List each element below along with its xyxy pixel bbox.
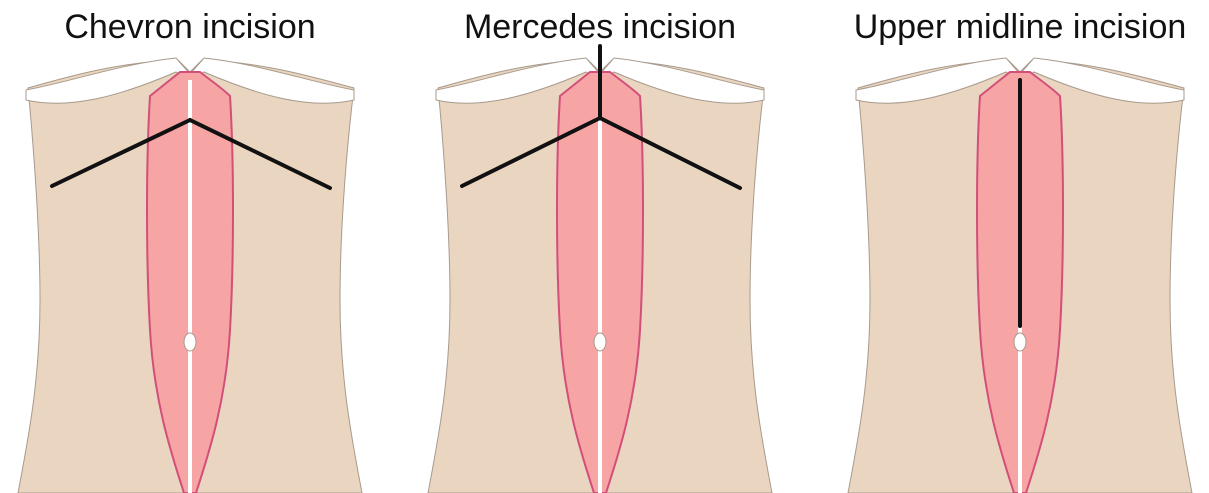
panel-title: Upper midline incision [820, 10, 1209, 44]
torso [428, 58, 772, 493]
diagram-panel-midline: Upper midline incision [840, 0, 1200, 493]
torso [18, 58, 362, 493]
umbilicus [184, 333, 196, 351]
diagram-panel-chevron: Chevron incision [10, 0, 370, 493]
torso-diagram [420, 0, 780, 493]
panel-title: Mercedes incision [400, 10, 800, 44]
umbilicus [1014, 333, 1026, 351]
torso-diagram [840, 0, 1200, 493]
diagram-panel-mercedes: Mercedes incision [420, 0, 780, 493]
umbilicus [594, 333, 606, 351]
panel-title: Chevron incision [0, 10, 390, 44]
torso-diagram [10, 0, 370, 493]
